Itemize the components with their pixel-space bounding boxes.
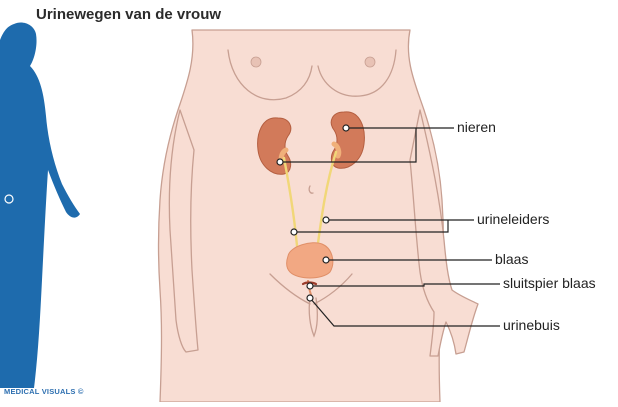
label-sluitspier-blaas: sluitspier blaas <box>503 275 596 291</box>
label-nieren: nieren <box>457 119 496 135</box>
body-silhouette-icon <box>0 22 80 388</box>
label-urineleiders: urineleiders <box>477 211 549 227</box>
diagram-title: Urinewegen van de vrouw <box>36 6 221 23</box>
label-urinebuis: urinebuis <box>503 317 560 333</box>
female-torso <box>159 30 479 402</box>
label-blaas: blaas <box>495 251 528 267</box>
credit-text: MEDICAL VISUALS © <box>4 387 84 396</box>
